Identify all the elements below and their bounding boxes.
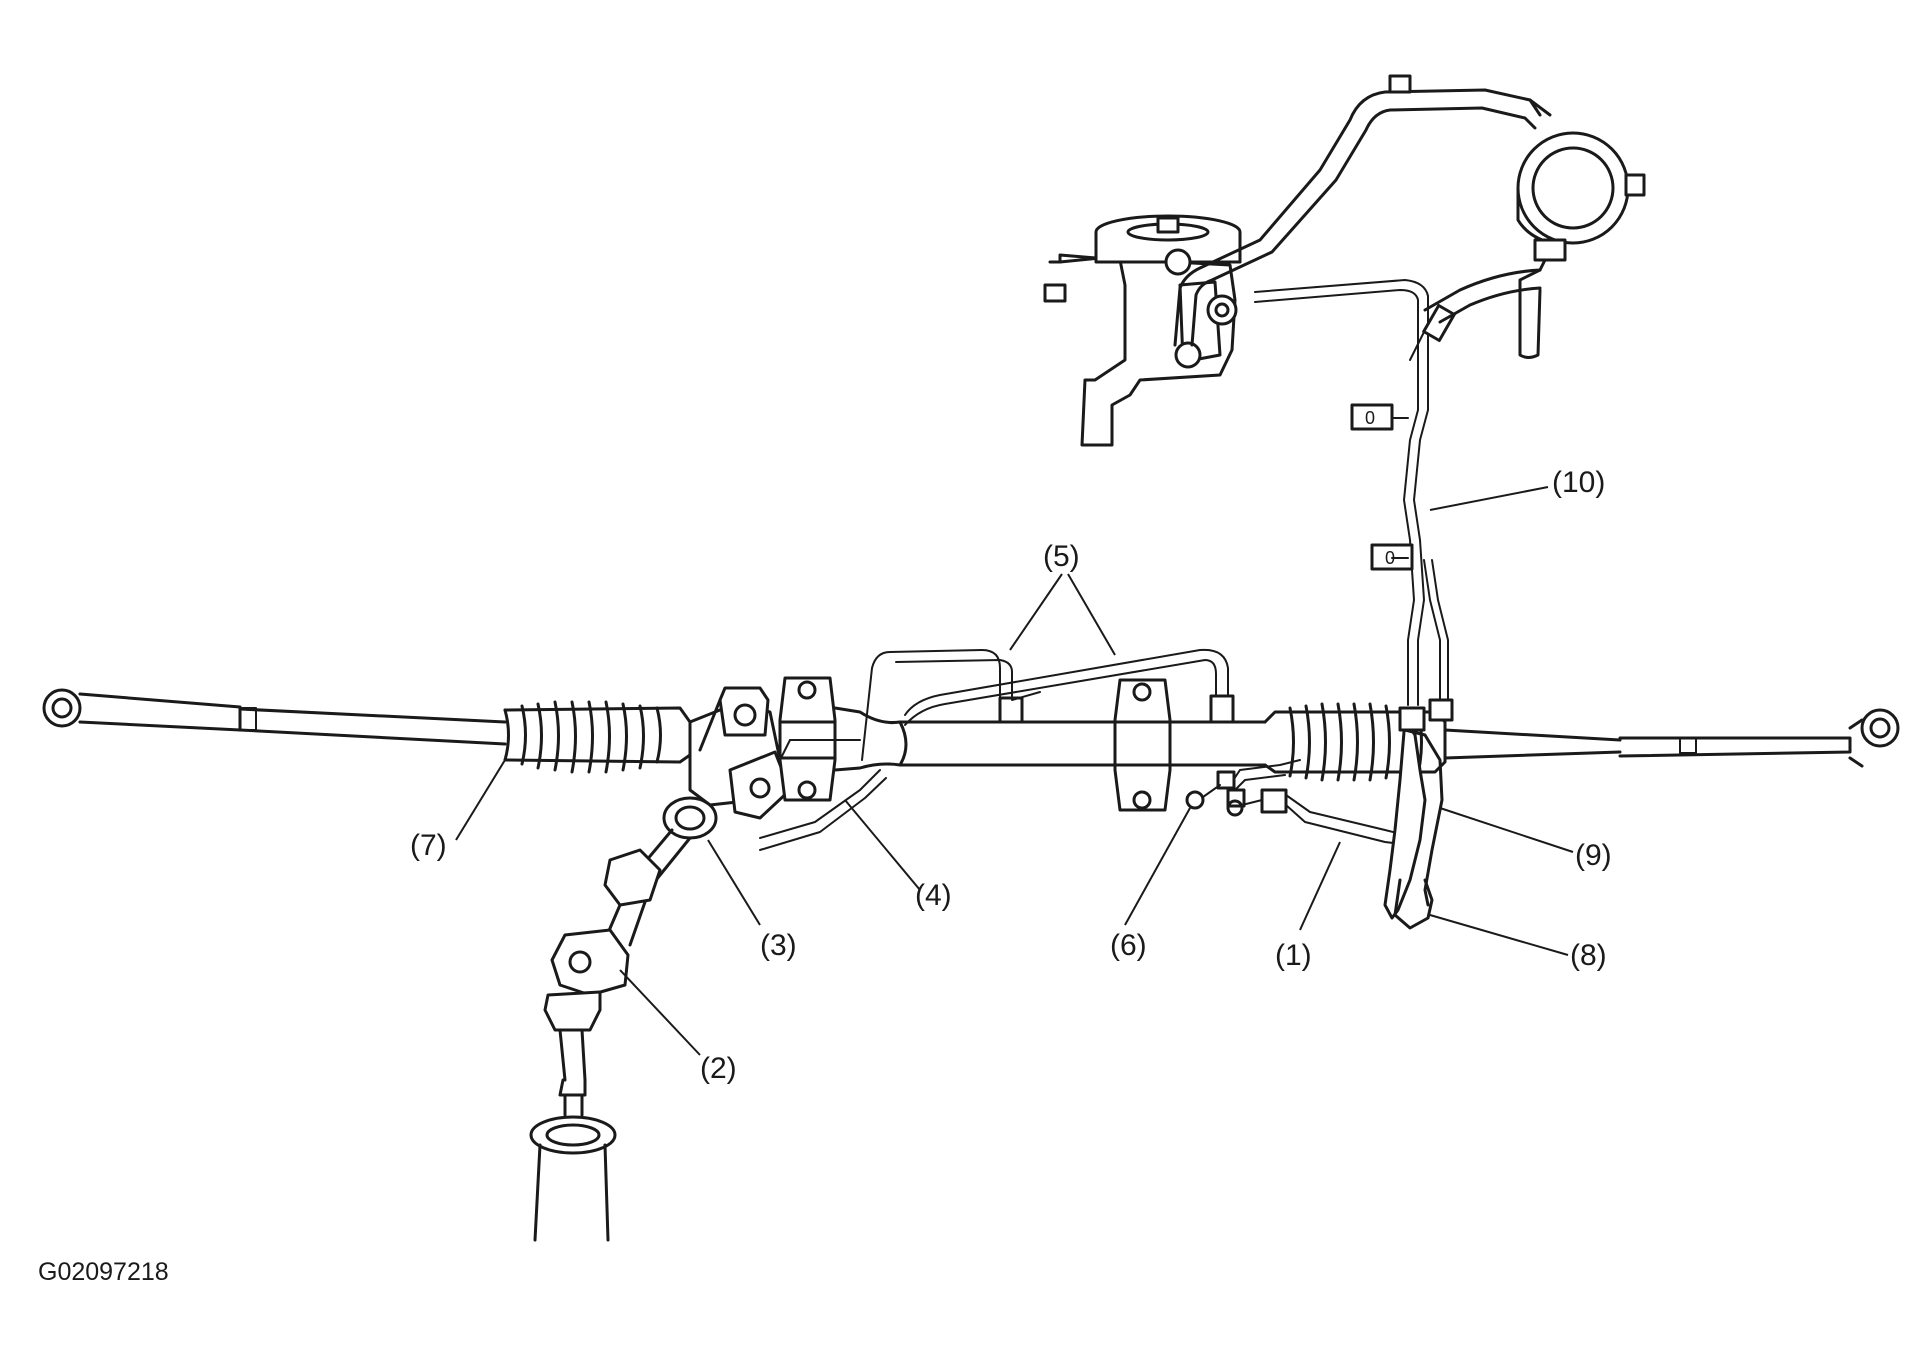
leader-2 [619,969,701,1056]
callout-7: (7) [410,829,447,862]
callout-9: (9) [1575,839,1612,872]
rack-housing [833,706,1267,772]
power-steering-pump [1043,214,1242,447]
right-boot [1263,702,1447,782]
callout-5: (5) [1043,540,1080,573]
callout-1: (1) [1275,939,1312,972]
leader-3 [707,839,761,926]
leader-9 [1439,807,1574,853]
leader-7 [455,759,506,841]
oil-reservoir [1423,131,1646,359]
lower-pipe-4 [759,739,887,851]
leader-5b [1067,573,1116,656]
callout-2: (2) [700,1052,737,1085]
callout-3: (3) [760,929,797,962]
leader-6 [1124,807,1191,926]
steering-shaft [529,796,718,1242]
leader-lines [455,486,1574,1056]
callout-6: (6) [1110,929,1147,962]
callout-4: (4) [915,879,952,912]
upper-clamp-mark: 0 [1365,408,1375,428]
callout-8: (8) [1570,939,1607,972]
leader-10 [1429,486,1549,511]
gear-housing [688,686,792,820]
pipe-fittings [1185,759,1411,846]
leader-8 [1429,914,1569,956]
callout-10: (10) [1552,466,1605,499]
right-tie-rod [1443,708,1900,768]
leader-1 [1299,841,1341,931]
left-tie-rod [42,688,507,746]
figure-id: G02097218 [38,1258,169,1286]
lower-clamp-mark: 0 [1385,548,1395,568]
leader-4 [844,799,921,891]
leader-5a [1009,573,1063,651]
upper-pipes [861,648,1235,761]
callout-labels: (5) (10) (7) (3) (4) (6) (1) (2) (9) (8) [410,466,1612,1085]
center-mount-clamp [1113,678,1172,812]
reservoir-hose [1173,74,1552,347]
left-boot [503,700,692,774]
pump-pipes-10: 0 0 [1254,279,1456,706]
right-fitting-cluster [1383,698,1454,930]
